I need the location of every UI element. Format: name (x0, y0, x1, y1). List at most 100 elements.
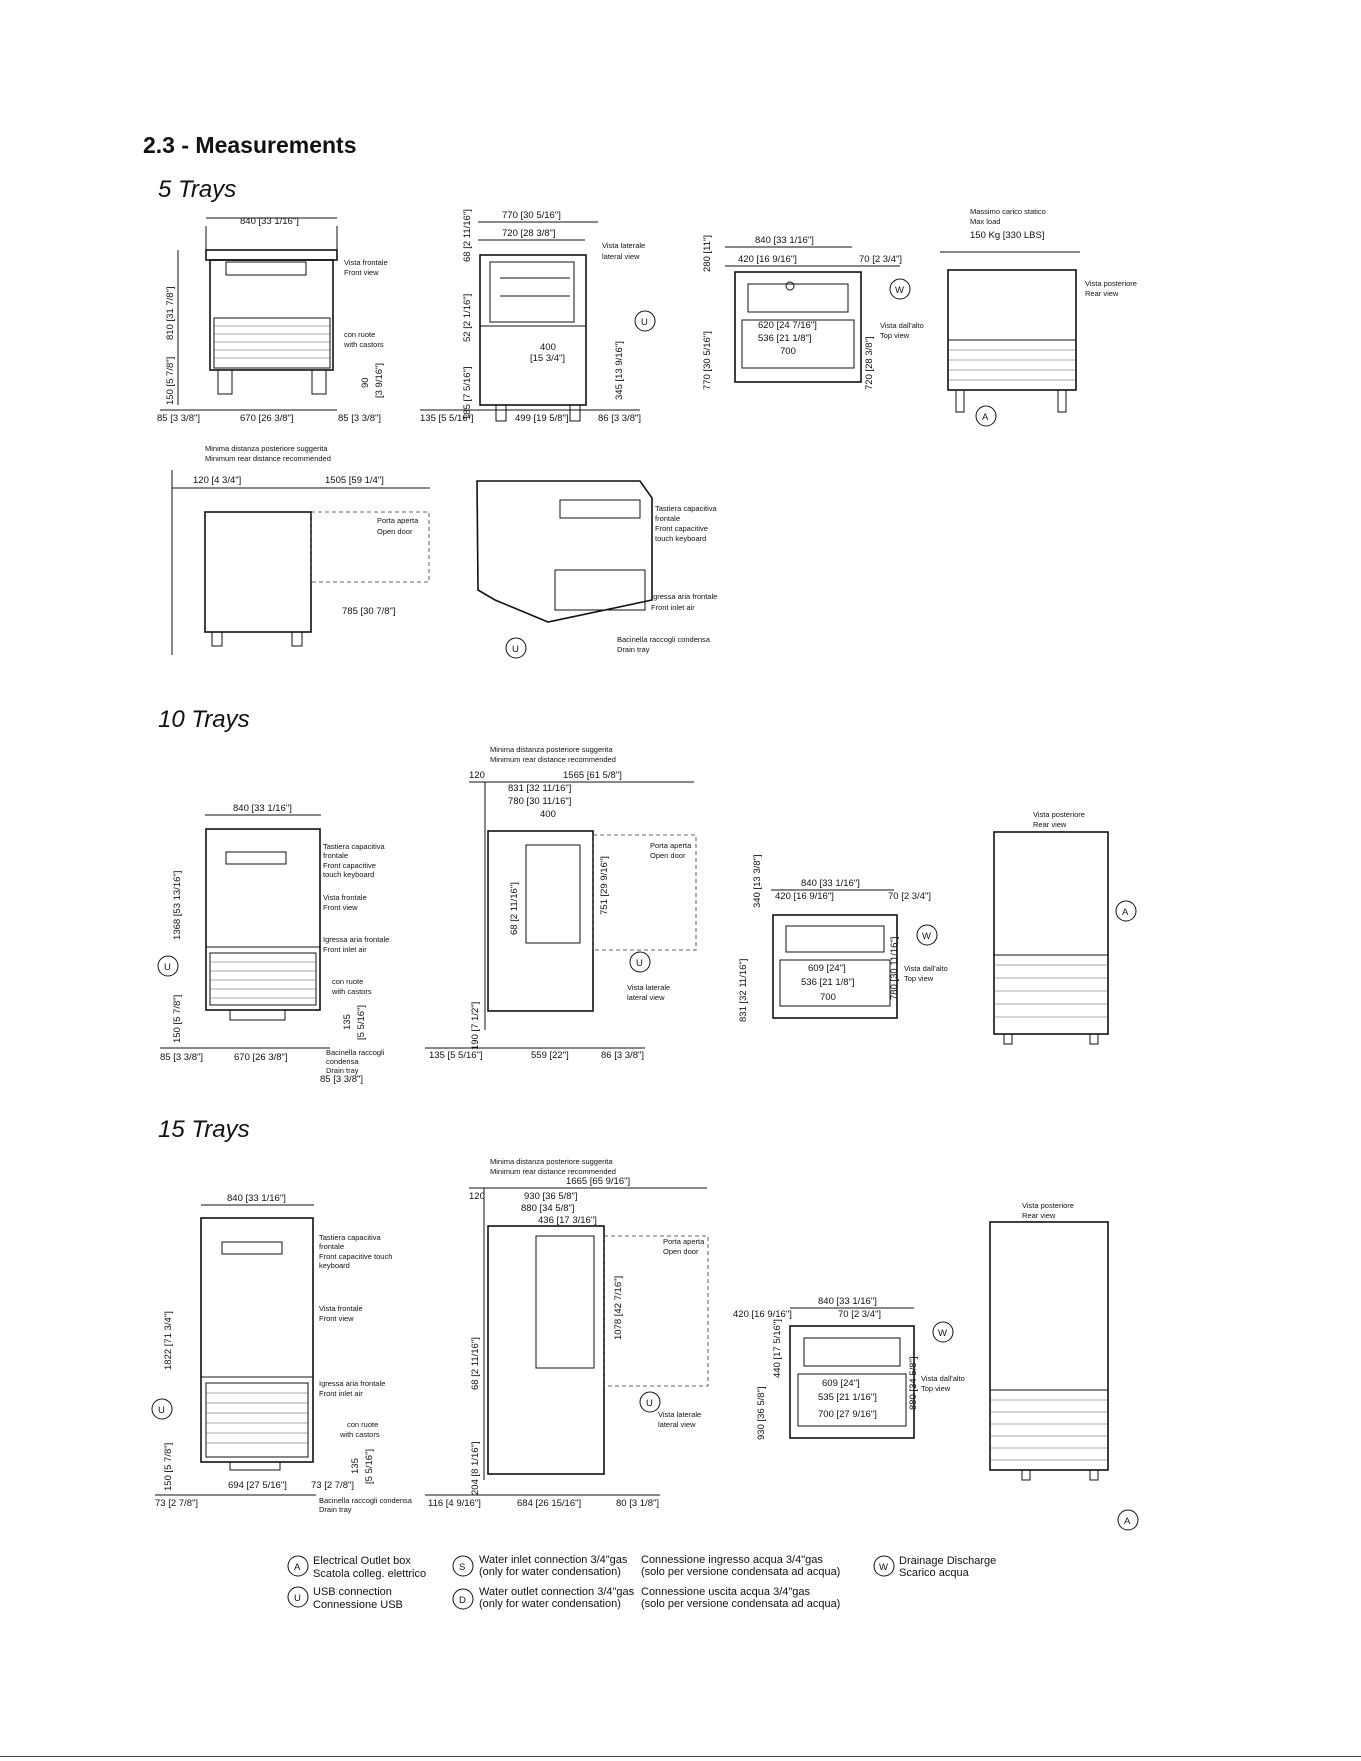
svg-text:770 [30 5/16"]: 770 [30 5/16"] (502, 210, 561, 221)
svg-text:Minima distanza posteriore sug: Minima distanza posteriore suggerita (205, 444, 328, 453)
svg-text:Top view: Top view (921, 1384, 951, 1393)
svg-text:(only for water condensation): (only for water condensation) (479, 1598, 621, 1610)
svg-text:Igressa aria frontale: Igressa aria frontale (323, 935, 389, 944)
svg-text:420 [16 9/16"]: 420 [16 9/16"] (775, 891, 834, 902)
svg-text:Connessione USB: Connessione USB (313, 1599, 403, 1611)
svg-text:con ruote: con ruote (347, 1420, 378, 1429)
svg-text:U: U (512, 644, 519, 655)
svg-text:536 [21 1/8"]: 536 [21 1/8"] (758, 333, 812, 344)
svg-text:Electrical Outlet box: Electrical Outlet box (313, 1555, 411, 1567)
svg-text:Vista laterale: Vista laterale (658, 1410, 701, 1419)
svg-text:340 [13 3/8"]: 340 [13 3/8"] (752, 854, 763, 908)
svg-text:Scatola colleg. elettrico: Scatola colleg. elettrico (313, 1568, 426, 1580)
svg-text:700: 700 (820, 992, 836, 1003)
svg-text:A: A (1122, 907, 1129, 918)
svg-text:720 [28 3/8"]: 720 [28 3/8"] (864, 336, 875, 390)
svg-text:840 [33 1/16"]: 840 [33 1/16"] (801, 878, 860, 889)
ten-side-view: Minima distanza posteriore suggerita Min… (425, 745, 697, 1061)
svg-text:Bacinella raccogli: Bacinella raccogli (326, 1048, 385, 1057)
svg-text:785 [30 7/8"]: 785 [30 7/8"] (342, 606, 396, 617)
svg-text:keyboard: keyboard (319, 1261, 350, 1270)
svg-text:W: W (895, 285, 904, 296)
svg-text:Open door: Open door (377, 527, 413, 536)
svg-text:280 [11"]: 280 [11"] (702, 235, 713, 272)
svg-text:Bacinella raccogli condensa: Bacinella raccogli condensa (617, 635, 711, 644)
svg-text:Connessione ingresso acqua 3/4: Connessione ingresso acqua 3/4"gas (641, 1554, 823, 1566)
svg-text:90: 90 (360, 377, 371, 388)
svg-text:720 [28 3/8"]: 720 [28 3/8"] (502, 228, 556, 239)
svg-text:70 [2 3/4"]: 70 [2 3/4"] (838, 1309, 881, 1320)
svg-text:68 [2 11/16"]: 68 [2 11/16"] (509, 882, 520, 935)
five-top-view: 840 [33 1/16"] 420 [16 9/16"] 70 [2 3/4"… (702, 235, 924, 390)
five-clearance-view: Minima distanza posteriore suggerita Min… (171, 444, 430, 655)
svg-text:1565 [61 5/8"]: 1565 [61 5/8"] (563, 770, 622, 781)
svg-text:684 [26 15/16"]: 684 [26 15/16"] (517, 1498, 581, 1509)
svg-text:609 [24"]: 609 [24"] (822, 1378, 860, 1389)
five-front-width: 840 [33 1/16"] (240, 216, 299, 227)
svg-text:lateral view: lateral view (602, 252, 640, 261)
legend-marker-a: A (294, 1562, 301, 1573)
svg-text:Top view: Top view (904, 974, 934, 983)
five-isometric-view: Tastiera capacitiva frontale Front capac… (476, 480, 718, 659)
svg-text:Front view: Front view (344, 268, 379, 277)
svg-text:80 [3 1/8"]: 80 [3 1/8"] (616, 1498, 659, 1509)
svg-text:Vista posteriore: Vista posteriore (1033, 810, 1085, 819)
svg-text:Drainage Discharge: Drainage Discharge (899, 1555, 996, 1567)
svg-text:W: W (922, 931, 931, 942)
svg-text:con ruote: con ruote (332, 977, 363, 986)
svg-text:831 [32 11/16"]: 831 [32 11/16"] (738, 959, 749, 1022)
ten-front-view: 840 [33 1/16"] 1368 [53 13/16"] 150 [5 7… (157, 803, 389, 1085)
svg-text:Vista posteriore: Vista posteriore (1085, 279, 1137, 288)
svg-text:Minimum rear distance recommen: Minimum rear distance recommended (205, 454, 331, 463)
svg-text:Igressa aria frontale: Igressa aria frontale (319, 1379, 385, 1388)
svg-text:1822 [71 3/4"]: 1822 [71 3/4"] (163, 1311, 174, 1370)
svg-text:lateral view: lateral view (658, 1420, 696, 1429)
svg-text:86 [3 3/8"]: 86 [3 3/8"] (601, 1050, 644, 1061)
svg-text:1368 [53 13/16"]: 1368 [53 13/16"] (172, 871, 183, 940)
svg-text:Igressa aria frontale: Igressa aria frontale (651, 592, 717, 601)
svg-text:Front capacitive: Front capacitive (323, 861, 376, 870)
svg-text:U: U (636, 958, 643, 969)
svg-text:A: A (1124, 1516, 1131, 1527)
svg-text:Front capacitive touch: Front capacitive touch (319, 1252, 392, 1261)
legend-marker-s: S (459, 1562, 465, 1573)
svg-text:Vista frontale: Vista frontale (323, 893, 367, 902)
five-side-marker-u: U (641, 317, 648, 328)
five-side-view: 770 [30 5/16"] 720 [28 3/8"] 400 [15 3/4… (420, 209, 656, 424)
fifteen-front-view: 840 [33 1/16"] 1822 [71 3/4"] 150 [5 7/8… (151, 1193, 413, 1514)
svg-text:840 [33 1/16"]: 840 [33 1/16"] (233, 803, 292, 814)
svg-text:[5 5/16"]: [5 5/16"] (356, 1005, 367, 1040)
svg-text:135 [5 5/16"]: 135 [5 5/16"] (429, 1050, 483, 1061)
svg-text:frontale: frontale (319, 1242, 344, 1251)
svg-text:Vista frontale: Vista frontale (319, 1304, 363, 1313)
svg-text:135: 135 (350, 1458, 361, 1474)
svg-text:Front view: Front view (319, 1314, 354, 1323)
svg-text:85 [3 3/8"]: 85 [3 3/8"] (160, 1052, 203, 1063)
svg-text:536 [21 1/8"]: 536 [21 1/8"] (801, 977, 855, 988)
svg-text:(solo per versione condensata: (solo per versione condensata ad acqua) (641, 1598, 840, 1610)
svg-text:Porta aperta: Porta aperta (663, 1237, 705, 1246)
svg-text:120 [4 3/4"]: 120 [4 3/4"] (193, 475, 241, 486)
svg-text:499 [19 5/8"]: 499 [19 5/8"] (515, 413, 569, 424)
svg-text:Tastiera capacitiva: Tastiera capacitiva (323, 842, 386, 851)
svg-text:[3 9/16"]: [3 9/16"] (374, 363, 385, 398)
section-title-5-trays: 5 Trays (158, 176, 237, 203)
svg-text:Open door: Open door (650, 851, 686, 860)
svg-text:Tastiera capacitiva: Tastiera capacitiva (655, 504, 718, 513)
svg-text:Front inlet air: Front inlet air (319, 1389, 363, 1398)
svg-text:Rear view: Rear view (1022, 1211, 1056, 1220)
section-title-15-trays: 15 Trays (158, 1116, 250, 1143)
svg-text:780 [30 11/16"]: 780 [30 11/16"] (508, 796, 571, 807)
svg-text:Rear view: Rear view (1085, 289, 1119, 298)
section-title-10-trays: 10 Trays (158, 706, 250, 733)
svg-text:150 [5 7/8"]: 150 [5 7/8"] (172, 995, 183, 1043)
five-front-view: 840 [33 1/16"] 810 [31 7/8"] 150 [5 7/8"… (157, 216, 388, 424)
svg-text:185 [7 5/16"]: 185 [7 5/16"] (462, 366, 473, 420)
fifteen-top-view: 840 [33 1/16"] 420 [16 9/16"] 70 [2 3/4"… (733, 1296, 965, 1440)
svg-text:Porta aperta: Porta aperta (377, 516, 419, 525)
ten-rear-view: Vista posteriore Rear view A (993, 810, 1137, 1045)
svg-text:Scarico acqua: Scarico acqua (899, 1567, 970, 1579)
svg-text:Vista dall'alto: Vista dall'alto (904, 964, 948, 973)
svg-text:204 [8 1/16"]: 204 [8 1/16"] (470, 1441, 481, 1495)
svg-text:USB connection: USB connection (313, 1586, 392, 1598)
